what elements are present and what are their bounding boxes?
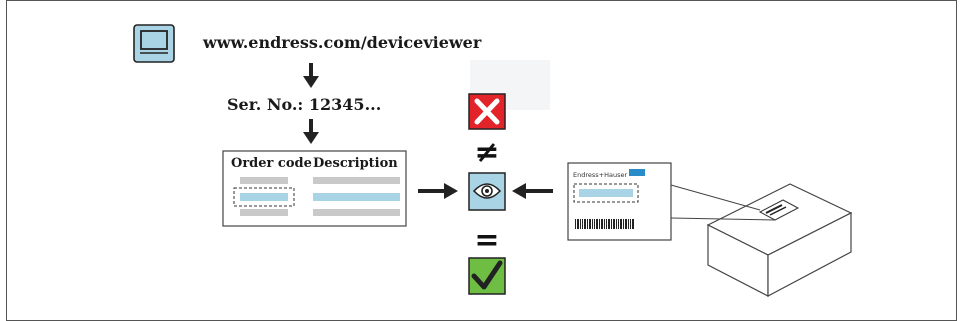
eye-icon (468, 172, 506, 211)
callout-line-top (670, 184, 761, 211)
nameplate-logo (629, 169, 645, 176)
arrow-left (512, 183, 553, 199)
description-row-2-highlight (313, 193, 400, 201)
green-check-icon (468, 257, 506, 295)
nameplate-card (567, 162, 672, 241)
arrow-down-2 (303, 119, 319, 144)
device-box (706, 183, 853, 297)
url-label: www.endress.com/deviceviewer (203, 33, 482, 52)
computer-monitor-icon (133, 24, 175, 63)
not-equal-symbol: ≠ (474, 135, 499, 170)
nameplate-highlight (579, 189, 633, 197)
order-code-header: Order code (231, 156, 312, 171)
order-code-dashed-box (233, 187, 295, 207)
description-row-1 (313, 177, 400, 184)
description-header: Description (313, 156, 398, 171)
nameplate-brand-label: Endress+Hauser (573, 171, 628, 179)
arrow-down-1 (303, 63, 319, 88)
description-row-3 (313, 209, 400, 216)
callout-line-bottom (670, 217, 776, 221)
arrow-right (418, 183, 458, 199)
equal-symbol: = (474, 223, 499, 258)
order-table-card (222, 150, 407, 227)
nameplate-dashed-box (573, 183, 639, 203)
barcode (575, 219, 634, 229)
order-code-row-3 (240, 209, 288, 216)
red-x-icon (468, 93, 506, 130)
serial-number-label: Ser. No.: 12345... (227, 95, 382, 114)
order-code-row-2-highlight (240, 193, 288, 201)
order-code-row-1 (240, 177, 288, 184)
